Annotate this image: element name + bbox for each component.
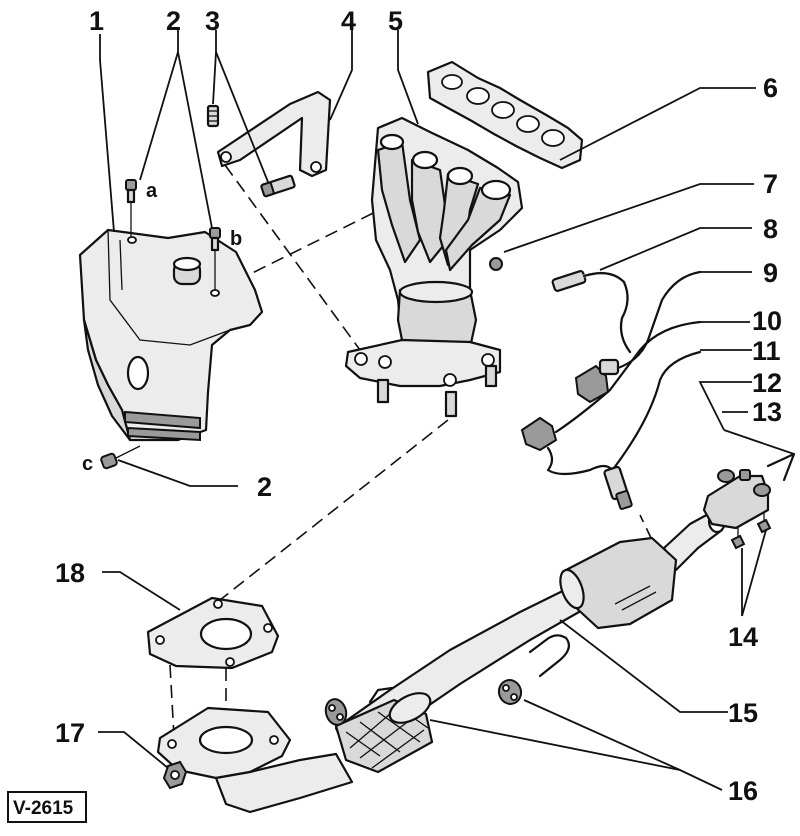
callout-2-bottom: 2 bbox=[257, 472, 272, 502]
clamp-nuts bbox=[730, 512, 772, 550]
exhaust-hanger-right bbox=[497, 634, 571, 705]
callout-6: 6 bbox=[763, 73, 778, 103]
bolt-3-lower bbox=[260, 174, 296, 198]
bolt-label-b: b bbox=[230, 228, 242, 250]
downpipe-flange bbox=[156, 706, 354, 814]
bolt-a bbox=[125, 179, 137, 238]
sensor-downstream-line bbox=[639, 514, 653, 541]
oxygen-sensor-downstream bbox=[603, 350, 702, 510]
flex-pipe-section bbox=[334, 692, 434, 774]
reference-box: V-2615 bbox=[7, 791, 87, 823]
flange-gasket bbox=[146, 596, 280, 670]
flange-nut bbox=[162, 760, 188, 790]
callout-7: 7 bbox=[763, 169, 778, 199]
support-bracket bbox=[216, 90, 332, 178]
bracket-assembly-line bbox=[224, 164, 361, 351]
callout-12: 12 bbox=[752, 368, 782, 398]
leader-lines bbox=[98, 30, 767, 791]
callout-14: 14 bbox=[728, 622, 758, 652]
bolt-3-upper bbox=[206, 104, 220, 128]
callout-5: 5 bbox=[388, 6, 403, 36]
manifold-gasket bbox=[426, 60, 584, 170]
oxygen-sensor-upstream bbox=[551, 270, 632, 354]
reference-code: V-2615 bbox=[13, 798, 74, 819]
bolt-label-a: a bbox=[146, 180, 158, 202]
heat-shield bbox=[78, 228, 264, 442]
callout-10: 10 bbox=[752, 306, 782, 336]
pipe-clamp bbox=[702, 469, 771, 530]
callout-15: 15 bbox=[728, 698, 758, 728]
callout-11: 11 bbox=[752, 336, 781, 366]
flange-assembly-line bbox=[219, 419, 449, 601]
callout-9: 9 bbox=[763, 258, 778, 288]
sensor-connector-9 bbox=[574, 270, 702, 404]
exhaust-hanger-left bbox=[324, 686, 394, 726]
nut-7 bbox=[489, 257, 503, 271]
bolt-label-c: c bbox=[82, 453, 93, 475]
callout-17: 17 bbox=[55, 718, 85, 748]
callout-1: 1 bbox=[89, 6, 104, 36]
sensor-connector-10 bbox=[520, 320, 702, 476]
bolt-c bbox=[100, 445, 141, 470]
callout-8: 8 bbox=[763, 214, 778, 244]
exhaust-manifold bbox=[344, 116, 524, 418]
callout-16: 16 bbox=[728, 776, 758, 806]
callout-3: 3 bbox=[205, 6, 220, 36]
direction-arrow bbox=[723, 429, 796, 482]
bolt-b bbox=[209, 227, 221, 290]
callout-18: 18 bbox=[55, 558, 85, 588]
nut-stud-line bbox=[169, 664, 176, 756]
callout-13: 13 bbox=[752, 397, 782, 427]
callout-2-top: 2 bbox=[166, 6, 181, 36]
callout-4: 4 bbox=[341, 6, 356, 36]
